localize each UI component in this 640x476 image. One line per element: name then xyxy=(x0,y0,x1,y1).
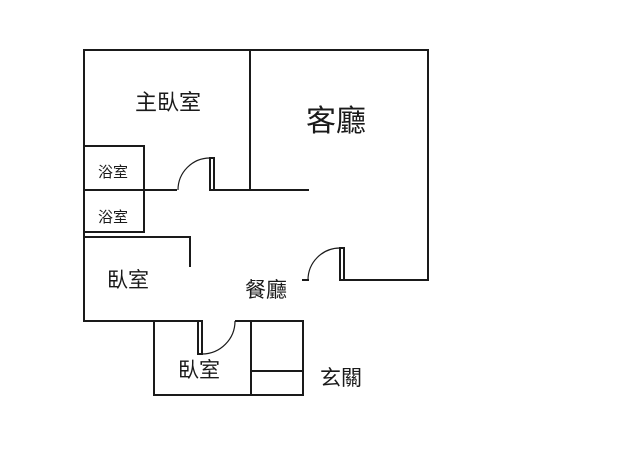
label-bathroom-1: 浴室 xyxy=(98,163,128,181)
doors xyxy=(177,157,345,355)
label-bedroom-1: 臥室 xyxy=(107,268,149,292)
label-bedroom-2: 臥室 xyxy=(178,358,220,382)
outer-walls xyxy=(83,49,429,396)
label-entrance: 玄關 xyxy=(320,366,362,390)
label-master-bedroom: 主臥室 xyxy=(135,91,201,116)
door-living-room xyxy=(307,247,345,281)
interior-walls xyxy=(83,49,309,396)
label-living-room: 客廳 xyxy=(306,104,366,139)
outer-wall-main xyxy=(83,49,429,396)
room-labels: 主臥室 客廳 浴室 浴室 臥室 餐廳 臥室 玄關 xyxy=(98,91,366,390)
wall-bedroom-top xyxy=(83,236,191,267)
door-master-bedroom xyxy=(177,157,215,191)
label-dining-room: 餐廳 xyxy=(245,278,287,302)
door-bedroom-2 xyxy=(197,320,236,355)
label-bathroom-2: 浴室 xyxy=(98,208,128,226)
